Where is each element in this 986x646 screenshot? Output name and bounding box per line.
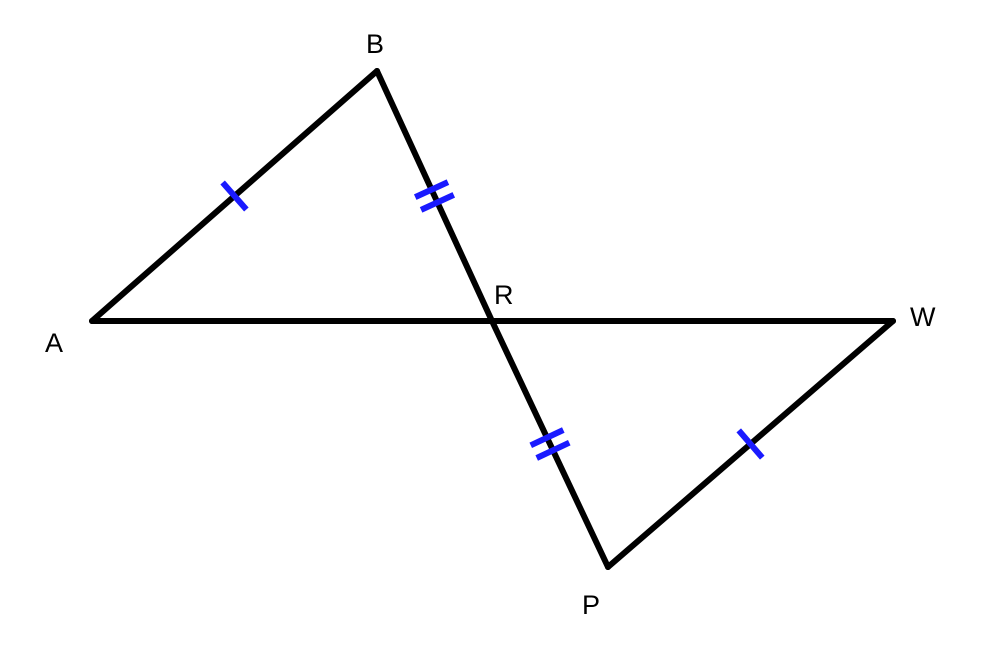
congruence-ticks-layer [220, 179, 765, 461]
segment-br [374, 68, 495, 324]
tick-mark-rp-1 [529, 427, 565, 449]
tick-mark-br-1 [413, 179, 450, 200]
tick-mark-br-2 [419, 192, 456, 213]
point-label-p: P [582, 590, 600, 620]
point-label-b: B [366, 29, 384, 59]
tick-mark-pw-1 [736, 428, 765, 460]
point-label-r: R [494, 280, 514, 310]
point-label-a: A [45, 328, 63, 358]
tick-mark-rp-2 [535, 439, 571, 461]
segment-rp [489, 318, 611, 570]
point-label-w: W [910, 302, 936, 332]
tick-mark-ab-1 [220, 180, 249, 212]
